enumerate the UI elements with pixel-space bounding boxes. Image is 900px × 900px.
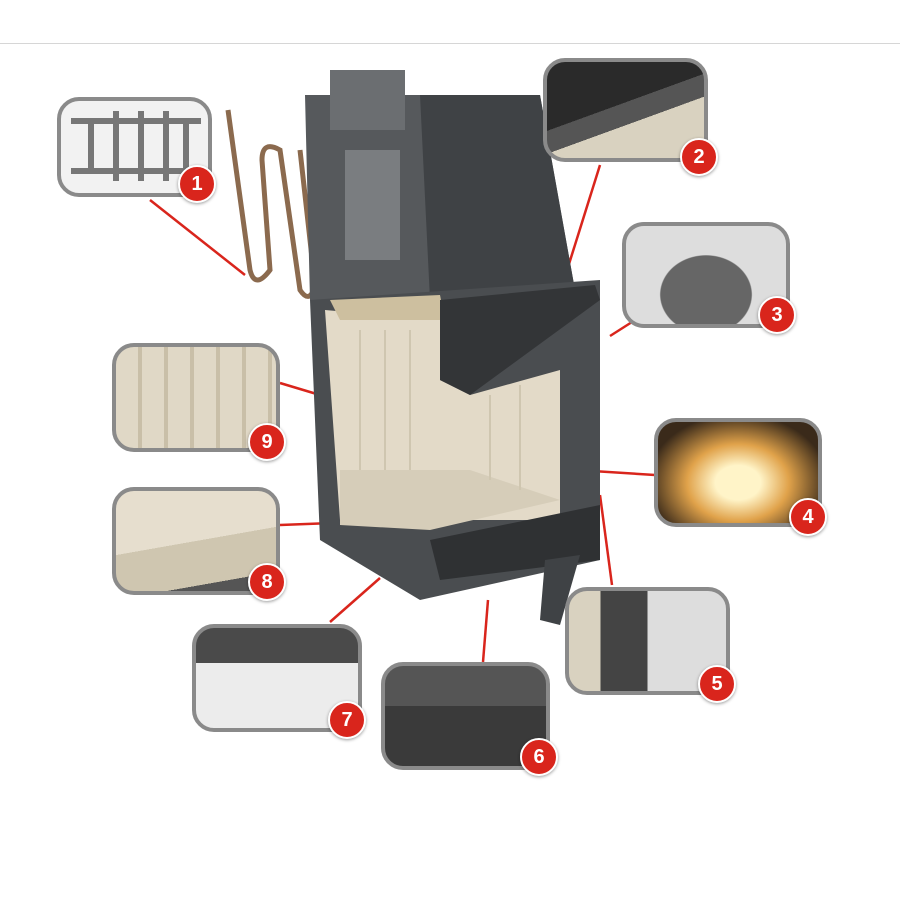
callout-badge-5: 5 xyxy=(698,665,736,703)
callout-badge-3: 3 xyxy=(758,296,796,334)
callout-badge-9: 9 xyxy=(248,423,286,461)
leader-line-1 xyxy=(149,199,246,276)
callout-deflector xyxy=(543,58,708,162)
callout-badge-2: 2 xyxy=(680,138,718,176)
callout-badge-6: 6 xyxy=(520,738,558,776)
leader-line-6 xyxy=(481,599,490,663)
callout-badge-8: 8 xyxy=(248,563,286,601)
leader-line-7 xyxy=(329,577,381,623)
stove-body xyxy=(305,70,600,625)
callout-badge-1: 1 xyxy=(178,165,216,203)
leader-line-3 xyxy=(609,320,633,338)
callout-badge-7: 7 xyxy=(328,701,366,739)
coil-icon xyxy=(225,109,318,299)
divider xyxy=(0,43,900,44)
callout-badge-4: 4 xyxy=(789,498,827,536)
leader-line-5 xyxy=(598,494,614,586)
